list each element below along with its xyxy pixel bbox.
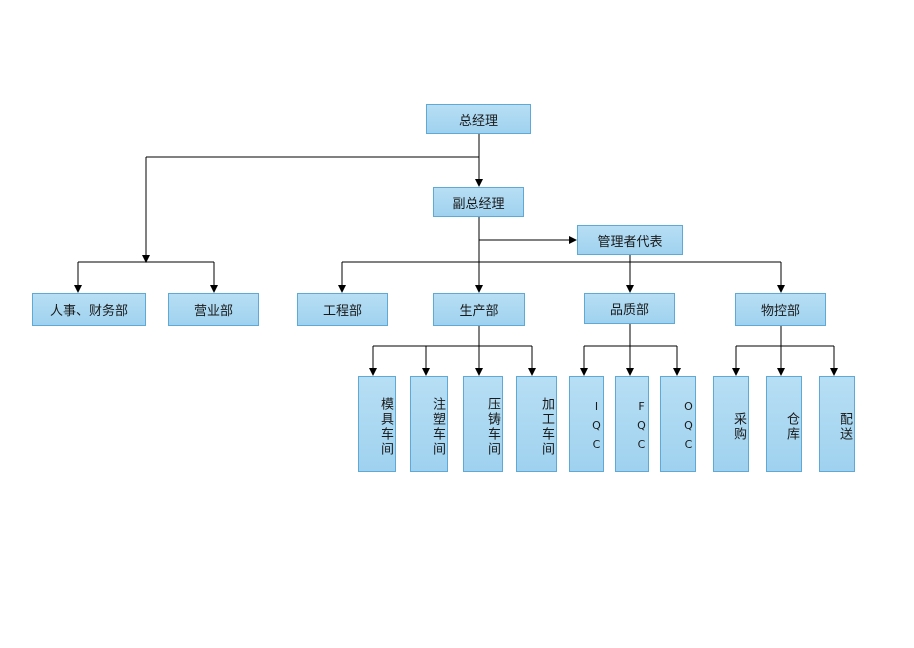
production-dept-box: 生产部: [433, 293, 525, 326]
quality-dept-box: 品质部: [584, 293, 675, 324]
purchasing-box: 采购: [713, 376, 749, 472]
deputy-manager-box: 副总经理: [433, 187, 524, 217]
delivery-box: 配送: [819, 376, 855, 472]
sales-dept-box: 营业部: [168, 293, 259, 326]
general-manager-box: 总经理: [426, 104, 531, 134]
hr-finance-dept-box: 人事、财务部: [32, 293, 146, 326]
oqc-box: OQC: [660, 376, 696, 472]
processing-workshop-box: 加工车间: [516, 376, 557, 472]
die-casting-workshop-box: 压铸车间: [463, 376, 503, 472]
mold-workshop-box: 模具车间: [358, 376, 396, 472]
injection-workshop-box: 注塑车间: [410, 376, 448, 472]
management-representative-box: 管理者代表: [577, 225, 683, 255]
iqc-box: IQC: [569, 376, 604, 472]
engineering-dept-box: 工程部: [297, 293, 388, 326]
logistics-dept-box: 物控部: [735, 293, 826, 326]
warehouse-box: 仓库: [766, 376, 802, 472]
fqc-box: FQC: [615, 376, 649, 472]
